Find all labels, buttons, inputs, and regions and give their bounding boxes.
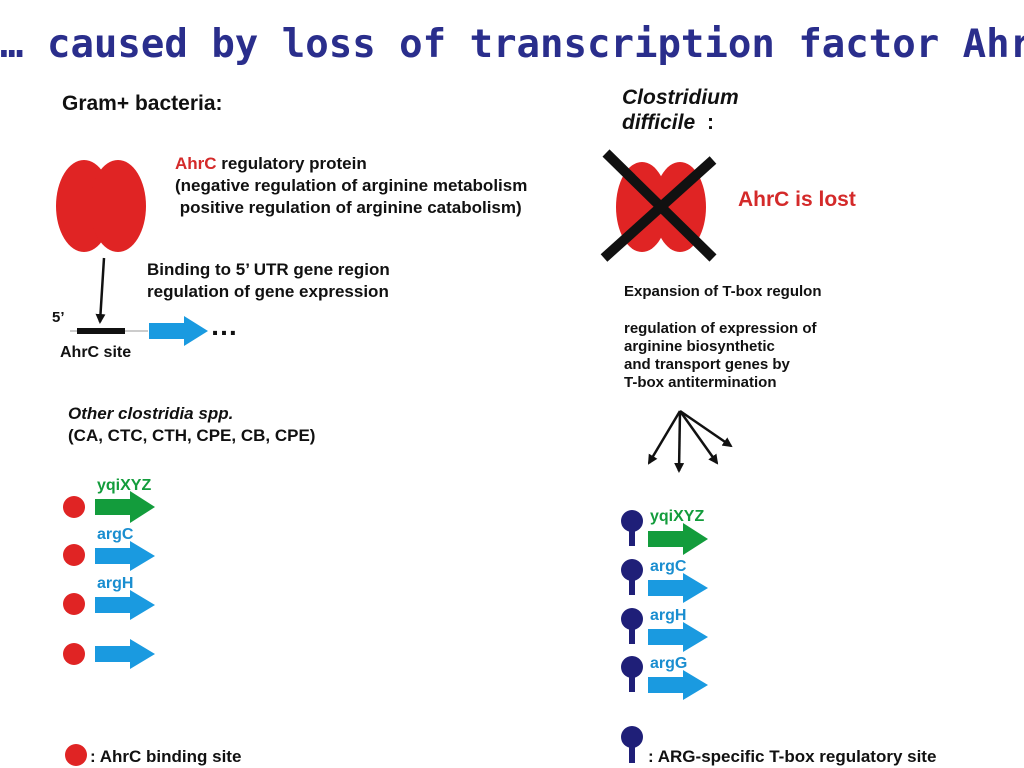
right-legend-text: : ARG-specific T-box regulatory site bbox=[648, 747, 937, 766]
binding-description: Binding to 5’ UTR gene region regulation… bbox=[147, 259, 390, 303]
page-title: … caused by loss of transcription factor… bbox=[0, 22, 1024, 67]
protein-positive-regulation: positive regulation of arginine cataboli… bbox=[175, 198, 522, 217]
left-gene-label: argH bbox=[97, 575, 134, 592]
legend-ahrc-dot-icon bbox=[65, 744, 87, 766]
right-gene-label: yqiXYZ bbox=[650, 508, 705, 525]
binding-line: Binding to 5’ UTR gene region bbox=[147, 260, 390, 279]
gene-arrow-icon bbox=[95, 491, 155, 523]
gene-arrow-icon bbox=[648, 670, 708, 700]
regulation-description: regulation of expression of arginine bio… bbox=[624, 320, 817, 392]
cross-icon bbox=[600, 156, 717, 262]
protein-role: regulatory protein bbox=[216, 154, 367, 173]
protein-negative-regulation: (negative regulation of arginine metabol… bbox=[175, 176, 528, 195]
ahrc-lost-icon bbox=[600, 149, 717, 262]
right-gene-label: argH bbox=[650, 607, 687, 624]
gene-arrow-icon bbox=[648, 523, 708, 555]
binding-arrow bbox=[95, 257, 106, 324]
ahrc-protein-icon bbox=[56, 160, 146, 252]
ahrc-binding-dot-icon bbox=[63, 643, 85, 665]
regulation-line: and transport genes by bbox=[624, 356, 790, 373]
ahrc-site-bar bbox=[77, 328, 125, 334]
ahrc-site-label: AhrC site bbox=[60, 344, 132, 361]
ahrc-binding-dot-icon bbox=[63, 544, 85, 566]
regulation-line: arginine biosynthetic bbox=[624, 338, 775, 355]
gene-arrow-icon bbox=[95, 639, 155, 669]
legend-tbox-site-icon bbox=[621, 726, 643, 763]
gene-arrow-icon bbox=[95, 541, 155, 571]
ahrc-binding-dot-icon bbox=[63, 593, 85, 615]
other-clostridia-title: Other clostridia spp. bbox=[68, 404, 234, 423]
ahrc-lost-label: AhrC is lost bbox=[738, 188, 856, 211]
left-gene-label: yqiXYZ bbox=[97, 477, 152, 494]
five-prime-label: 5’ bbox=[52, 309, 65, 326]
tbox-site-icon bbox=[621, 608, 643, 644]
left-gene-list bbox=[63, 491, 155, 669]
gene-arrow-icon bbox=[95, 590, 155, 620]
right-gene-label: argG bbox=[650, 655, 688, 672]
left-heading: Gram+ bacteria: bbox=[62, 92, 223, 115]
regulation-line: regulation of expression of bbox=[624, 320, 817, 337]
other-clostridia-species: (CA, CTC, CTH, CPE, CB, CPE) bbox=[68, 426, 316, 445]
heading-colon: : bbox=[707, 111, 714, 134]
left-legend-text: : AhrC binding site bbox=[90, 747, 242, 766]
tbox-site-icon bbox=[621, 656, 643, 692]
fan-arrows bbox=[647, 409, 733, 473]
protein-name: AhrC bbox=[175, 154, 217, 173]
protein-description: AhrC regulatory protein (negative regula… bbox=[175, 153, 527, 219]
ellipsis: … bbox=[210, 310, 238, 341]
right-gene-list bbox=[621, 510, 708, 700]
gene-arrow-icon bbox=[648, 622, 708, 652]
other-clostridia: Other clostridia spp. (CA, CTC, CTH, CPE… bbox=[68, 403, 315, 447]
ahrc-binding-dot-icon bbox=[63, 496, 85, 518]
right-gene-label: argC bbox=[650, 558, 687, 575]
gene-arrow-icon bbox=[149, 316, 208, 346]
gene-expression-line: regulation of gene expression bbox=[147, 282, 389, 301]
species-name: Clostridium difficile bbox=[622, 86, 739, 134]
tbox-site-icon bbox=[621, 510, 643, 546]
regulation-line: T-box antitermination bbox=[624, 374, 777, 391]
gene-arrow-icon bbox=[648, 573, 708, 603]
expansion-label: Expansion of T-box regulon bbox=[624, 283, 822, 300]
right-heading: Clostridium difficile: bbox=[622, 85, 772, 135]
tbox-site-icon bbox=[621, 559, 643, 595]
left-gene-label: argC bbox=[97, 526, 134, 543]
